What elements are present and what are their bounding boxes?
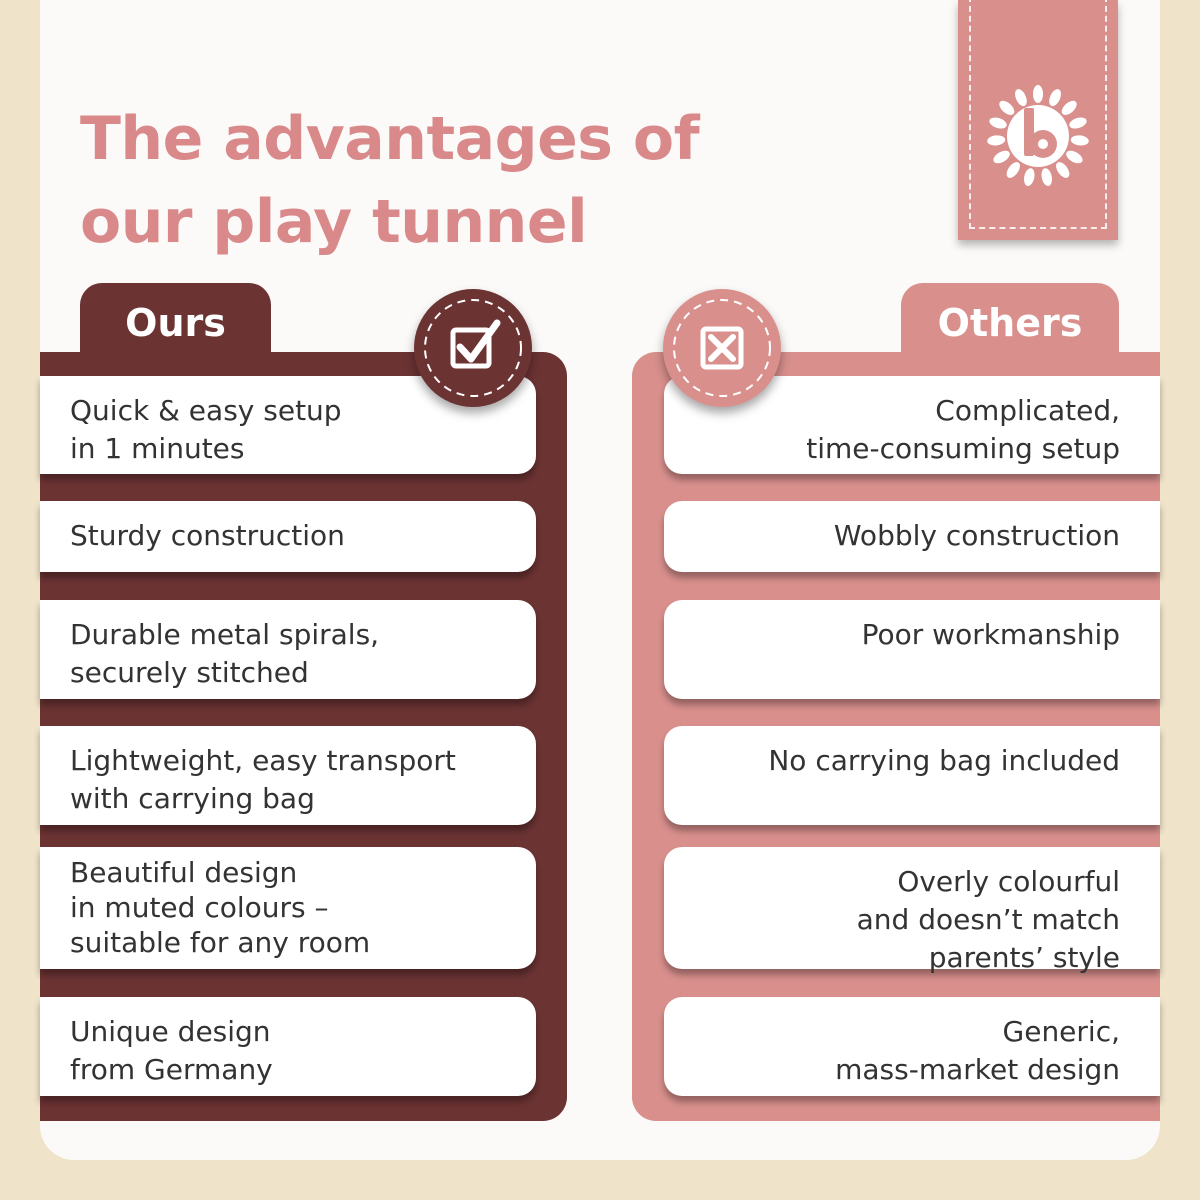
others-tab: Others: [901, 283, 1119, 357]
badge-stitching: [969, 0, 1107, 229]
ours-tab: Ours: [80, 283, 271, 357]
others-label: Others: [937, 301, 1083, 345]
ours-item: Sturdy construction: [40, 501, 536, 572]
others-cross-badge: [663, 289, 781, 407]
others-item: Poor workmanship: [664, 600, 1160, 699]
ours-item: Lightweight, easy transport with carryin…: [40, 726, 536, 825]
crossed-box-icon: [673, 299, 771, 397]
page-title: The advantages of our play tunnel: [80, 104, 700, 257]
b-flower-logo-icon: [987, 85, 1089, 186]
others-item: No carrying bag included: [664, 726, 1160, 825]
others-item: Overly colourful and doesn’t match paren…: [664, 847, 1160, 974]
checked-box-icon: [424, 299, 522, 397]
ours-check-badge: [414, 289, 532, 407]
ours-item: Beautiful design in muted colours – suit…: [40, 847, 536, 969]
ours-item: Unique design from Germany: [40, 997, 536, 1096]
others-item: Wobbly construction: [664, 501, 1160, 572]
ours-label: Ours: [125, 301, 226, 345]
ours-item: Durable metal spirals, securely stitched: [40, 600, 536, 699]
others-item: Generic, mass-market design: [664, 997, 1160, 1096]
brand-badge: [958, 0, 1118, 240]
